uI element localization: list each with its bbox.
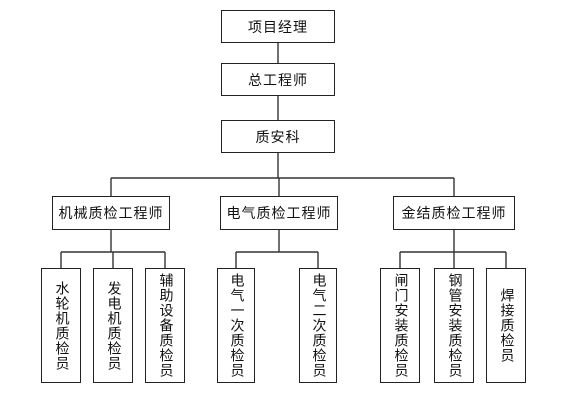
box-turbine-inspector: 水轮机质检员 [41, 268, 81, 383]
label-secondary-electrical-inspector: 电气二次质检员 [310, 273, 327, 378]
box-chief-engineer: 总工程师 [221, 63, 335, 96]
box-electrical-qc-engineer: 电气质检工程师 [220, 196, 338, 230]
box-steel-pipe-installation-inspector: 钢管安装质检员 [434, 268, 474, 383]
box-secondary-electrical-inspector: 电气二次质检员 [299, 268, 337, 383]
box-auxiliary-equipment-inspector: 辅助设备质检员 [145, 268, 185, 383]
box-welding-inspector: 焊接质检员 [486, 268, 526, 383]
label-turbine-inspector: 水轮机质检员 [53, 280, 70, 371]
label-welding-inspector: 焊接质检员 [498, 288, 515, 363]
box-gate-installation-inspector: 闸门安装质检员 [380, 268, 420, 383]
label-auxiliary-equipment-inspector: 辅助设备质检员 [157, 273, 174, 378]
label-steel-pipe-installation-inspector: 钢管安装质检员 [446, 273, 463, 378]
label-primary-electrical-inspector: 电气一次质检员 [228, 273, 245, 378]
box-quality-safety-dept: 质安科 [221, 120, 335, 153]
box-project-manager: 项目经理 [221, 10, 335, 43]
label-gate-installation-inspector: 闸门安装质检员 [392, 273, 409, 378]
box-generator-inspector: 发电机质检员 [93, 268, 133, 383]
label-generator-inspector: 发电机质检员 [105, 280, 122, 371]
box-primary-electrical-inspector: 电气一次质检员 [217, 268, 255, 383]
box-metal-structure-qc-engineer: 金结质检工程师 [393, 196, 515, 230]
box-mechanical-qc-engineer: 机械质检工程师 [52, 196, 170, 230]
